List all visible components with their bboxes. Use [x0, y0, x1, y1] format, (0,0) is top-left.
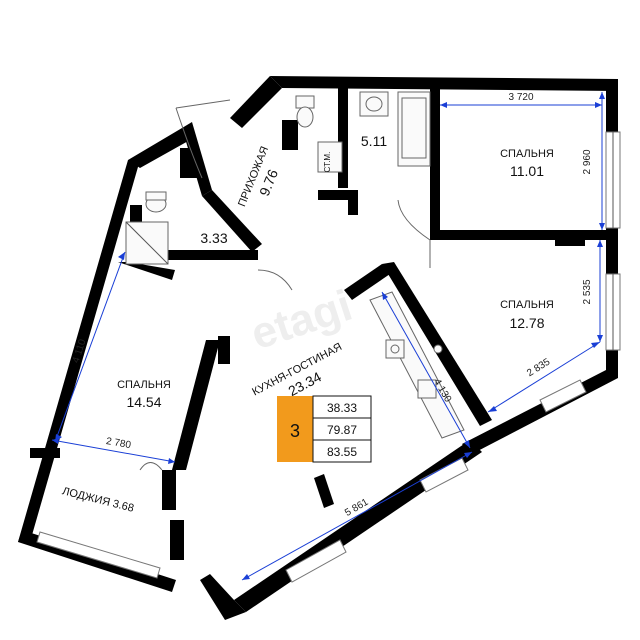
bedroom-left-area: 14.54 [126, 394, 161, 410]
dimension-lines [51, 92, 605, 581]
dim-middle-bedroom-width: 2 835 [525, 356, 552, 379]
usable-area: 79.87 [327, 423, 357, 437]
entrance-door-arc [175, 107, 203, 179]
loggia-label: ЛОДЖИЯ 3.68 [61, 485, 135, 514]
total-area-box [312, 439, 372, 463]
loggia-label-group: ЛОДЖИЯ 3.68 [61, 485, 135, 514]
bathroom-door-arc [397, 199, 431, 241]
living-area: 38.33 [327, 401, 357, 415]
internal-walls [30, 88, 608, 560]
bathroom-area: 5.11 [361, 133, 387, 149]
dim-middle-bedroom-depth: 2 535 [582, 279, 593, 304]
apartment-summary: 3 38.33 79.87 83.55 [277, 395, 372, 463]
rooms-count: 3 [290, 421, 300, 441]
dim-top-bedroom-width: 3 720 [508, 92, 533, 103]
total-area: 83.55 [327, 445, 357, 459]
bedroom-top-area: 11.01 [510, 163, 544, 179]
toilet-icon [295, 95, 315, 109]
dim-left-bedroom-width: 2 780 [105, 436, 132, 451]
outer-walls [18, 76, 621, 620]
bedroom-middle-name: СПАЛЬНЯ [500, 299, 554, 311]
dim-top-bedroom-depth: 2 960 [582, 149, 593, 174]
dim-left-bedroom-depth: 4 110 [71, 338, 89, 365]
hallway-label-group: ПРИХОЖАЯ 9.76 [236, 145, 281, 209]
rooms-count-badge [277, 396, 313, 462]
washing-machine-icon [317, 141, 343, 173]
bedroom-left-name: СПАЛЬНЯ [117, 379, 171, 391]
wc-area: 3.33 [200, 230, 227, 246]
fixtures [125, 91, 465, 439]
bedroom-middle-area: 12.78 [509, 315, 544, 331]
doors [139, 99, 431, 471]
washing-machine-label: СТ.М. [323, 152, 332, 173]
kitchen-sink-icon [417, 379, 437, 399]
bedroom-top-name: СПАЛЬНЯ [500, 148, 554, 160]
